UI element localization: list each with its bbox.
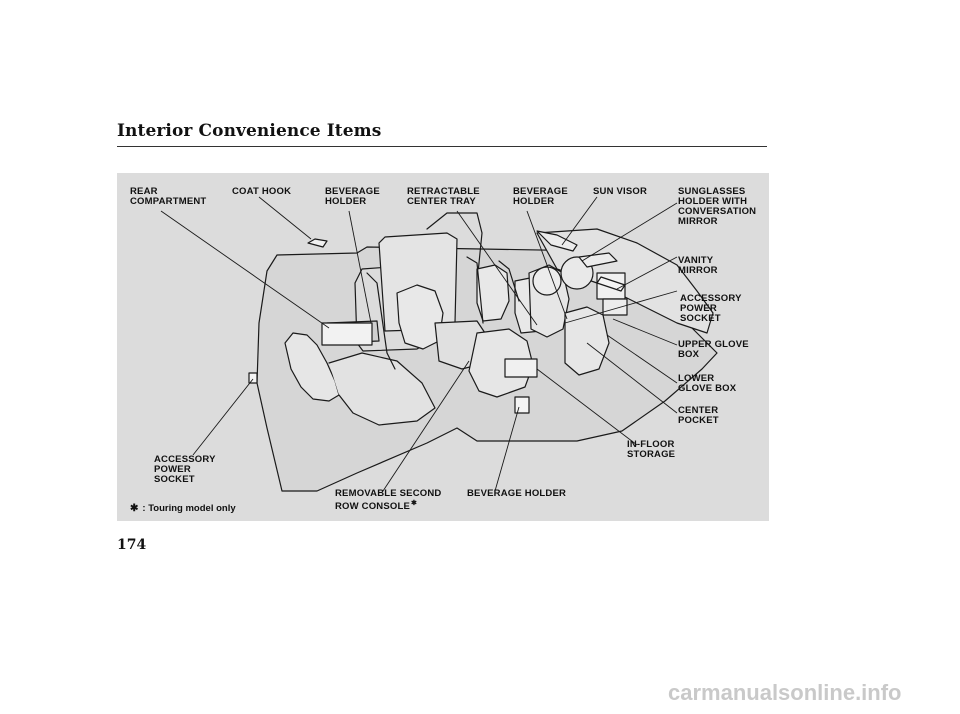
star-icon: ✱	[130, 503, 138, 514]
label-beverage-holder-2: BEVERAGE HOLDER	[513, 187, 568, 207]
label-sun-visor: SUN VISOR	[593, 187, 647, 197]
title-rule	[117, 146, 767, 147]
label-center-pocket: CENTER POCKET	[678, 406, 719, 426]
footnote: ✱ : Touring model only	[130, 503, 236, 514]
page-number: 174	[117, 537, 146, 553]
label-accessory-power-socket-rear: ACCESSORY POWER SOCKET	[154, 455, 216, 485]
label-lower-glove-box: LOWER GLOVE BOX	[678, 374, 736, 394]
label-beverage-holder-3: BEVERAGE HOLDER	[467, 489, 566, 499]
label-beverage-holder-1: BEVERAGE HOLDER	[325, 187, 380, 207]
label-removable-second-row-console-text: REMOVABLE SECOND ROW CONSOLE	[335, 488, 441, 512]
page-title: Interior Convenience Items	[117, 121, 381, 141]
label-retractable-center-tray: RETRACTABLE CENTER TRAY	[407, 187, 480, 207]
watermark: carmanualsonline.info	[668, 680, 902, 706]
label-rear-compartment: REAR COMPARTMENT	[130, 187, 206, 207]
label-sunglasses-holder: SUNGLASSES HOLDER WITH CONVERSATION MIRR…	[678, 187, 756, 227]
label-removable-second-row-console: REMOVABLE SECOND ROW CONSOLE✱	[335, 489, 441, 512]
label-in-floor-storage: IN-FLOOR STORAGE	[627, 440, 675, 460]
label-accessory-power-socket-front: ACCESSORY POWER SOCKET	[680, 294, 742, 324]
label-coat-hook: COAT HOOK	[232, 187, 291, 197]
label-vanity-mirror: VANITY MIRROR	[678, 256, 718, 276]
touring-marker: ✱	[411, 500, 417, 507]
interior-figure: REAR COMPARTMENT COAT HOOK BEVERAGE HOLD…	[117, 173, 769, 521]
footnote-text: : Touring model only	[142, 503, 235, 514]
label-upper-glove-box: UPPER GLOVE BOX	[678, 340, 749, 360]
